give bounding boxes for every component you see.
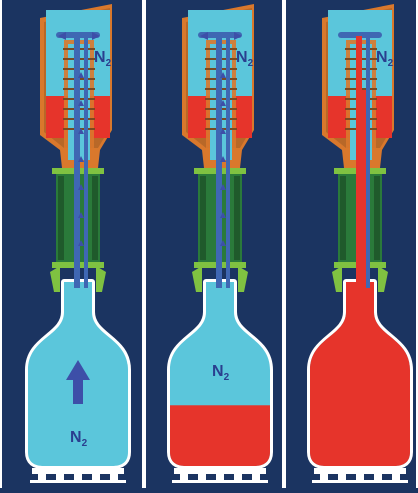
dip-tube-left bbox=[356, 36, 362, 288]
base-line bbox=[312, 480, 408, 483]
label-main: N bbox=[236, 49, 248, 66]
label-sub: 2 bbox=[248, 58, 254, 69]
base-line bbox=[30, 480, 126, 483]
panel-divider-2 bbox=[282, 0, 286, 488]
base-foot bbox=[198, 474, 206, 480]
base-foot bbox=[180, 474, 188, 480]
label-main: N bbox=[376, 49, 388, 66]
base-foot bbox=[56, 474, 64, 480]
dip-tube-right bbox=[226, 36, 230, 288]
collar-left-rib bbox=[340, 176, 346, 260]
collar-right-rib bbox=[234, 176, 240, 260]
label-sub: 2 bbox=[388, 58, 394, 69]
base-foot bbox=[252, 474, 260, 480]
collar-right-rib bbox=[92, 176, 98, 260]
base-foot bbox=[356, 474, 364, 480]
base-foot bbox=[320, 474, 328, 480]
base-foot bbox=[92, 474, 100, 480]
base-foot bbox=[38, 474, 46, 480]
collar-left-rib bbox=[58, 176, 64, 260]
label-sub: 2 bbox=[106, 58, 112, 69]
label-main: N bbox=[70, 429, 82, 446]
panel-divider-1 bbox=[142, 0, 146, 488]
base-foot bbox=[374, 474, 382, 480]
base-foot bbox=[110, 474, 118, 480]
base-foot bbox=[216, 474, 224, 480]
base-foot bbox=[338, 474, 346, 480]
dip-tube-right bbox=[366, 36, 370, 288]
label-main: N bbox=[212, 363, 224, 380]
base-plate bbox=[174, 468, 266, 474]
base-line bbox=[172, 480, 268, 483]
label-main: N bbox=[94, 49, 106, 66]
label-sub: 2 bbox=[82, 438, 88, 449]
collar-right-rib bbox=[374, 176, 380, 260]
dip-tube-right bbox=[84, 36, 88, 288]
collar-left-rib bbox=[200, 176, 206, 260]
base-foot bbox=[74, 474, 82, 480]
bottle-liquid bbox=[162, 405, 282, 470]
base-foot bbox=[392, 474, 400, 480]
base-foot bbox=[234, 474, 242, 480]
left-edge bbox=[0, 0, 2, 488]
dip-tube-liquid bbox=[362, 90, 366, 290]
base-plate bbox=[314, 468, 406, 474]
base-plate bbox=[32, 468, 124, 474]
label-sub: 2 bbox=[224, 372, 230, 383]
